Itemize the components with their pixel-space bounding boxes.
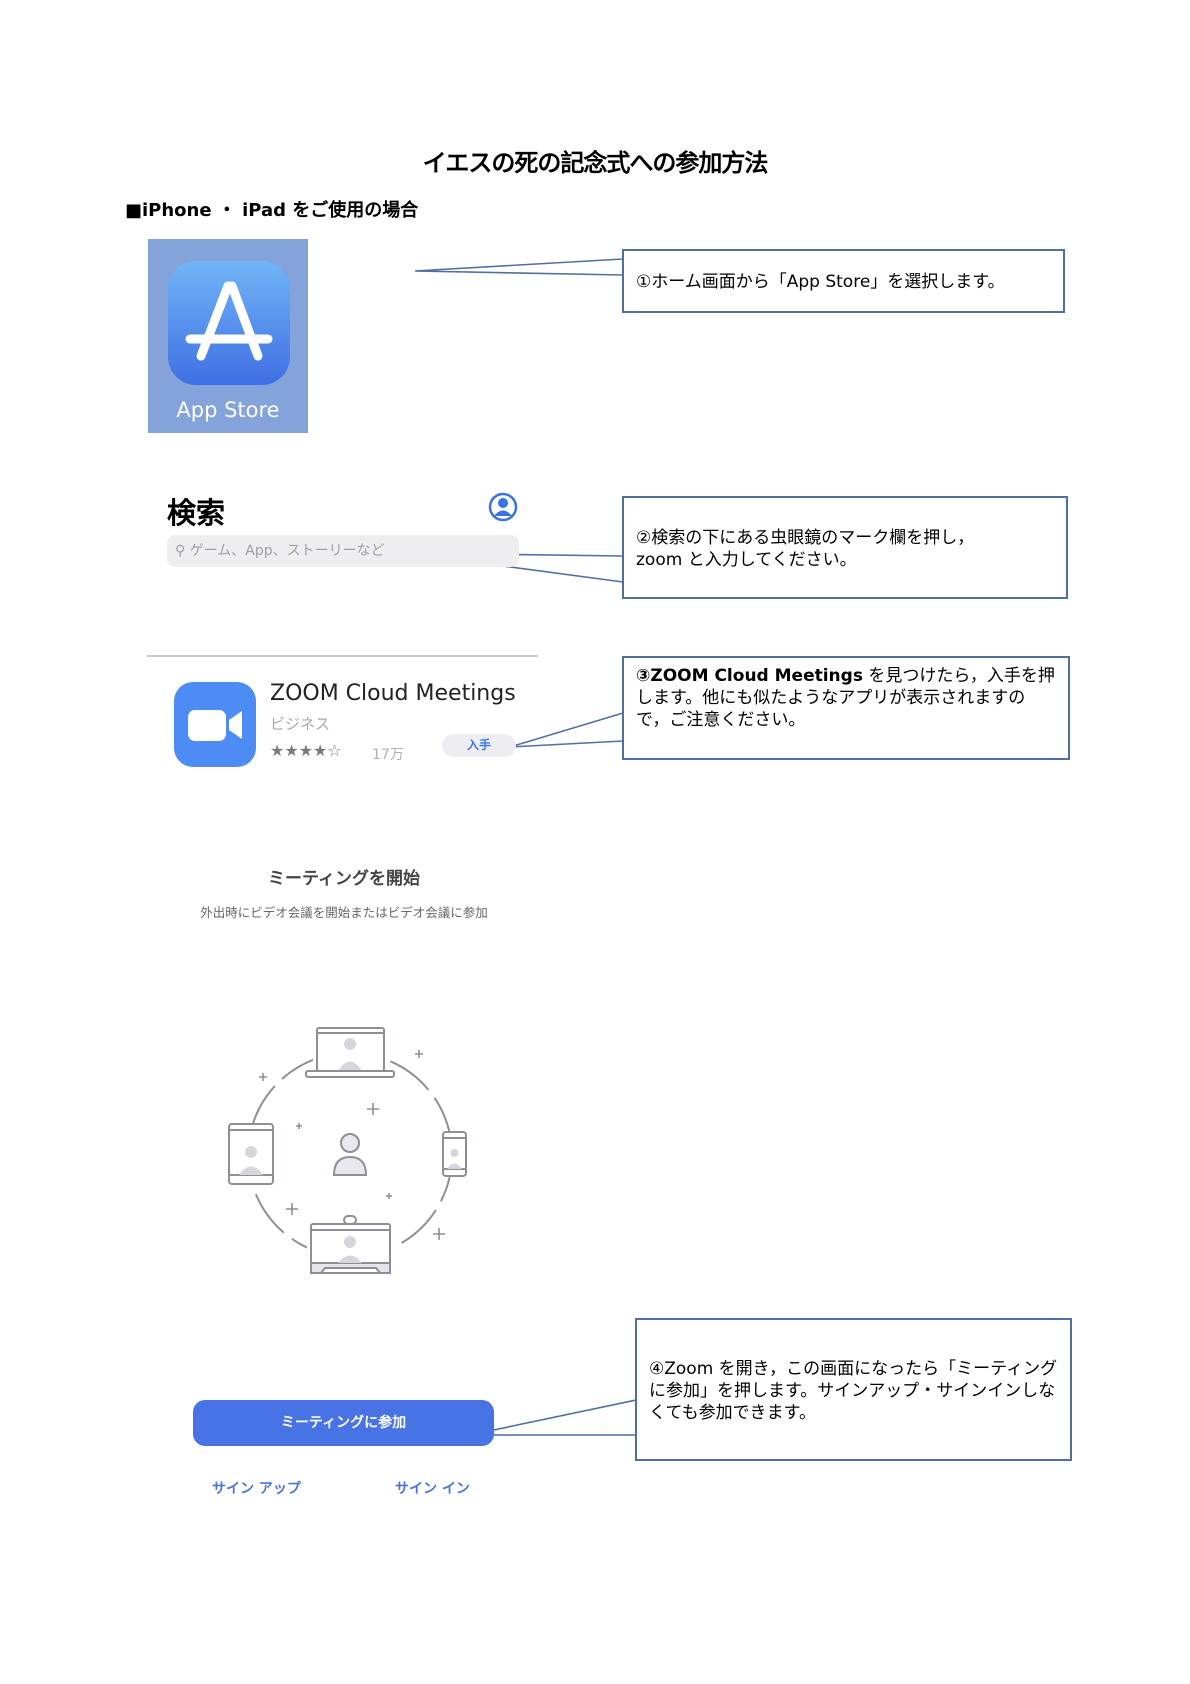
start-meeting-subtitle: 外出時にビデオ会議を開始またはビデオ会議に参加 [200,905,488,920]
callout-step4: ④Zoom を開き，この画面になったら「ミーティングに参加」を押します。サインア… [635,1318,1072,1461]
user-icon [332,1133,368,1176]
callout-step4-text: ④Zoom を開き，この画面になったら「ミーティングに参加」を押します。サインア… [649,1359,1058,1423]
app-category: ビジネス [270,715,331,733]
app-store-icon[interactable]: App Store [148,239,308,433]
sparkle-icons [259,1050,445,1240]
section-heading: ■iPhone ・ iPad をご使用の場合 [125,200,419,221]
start-meeting-title: ミーティングを開始 [268,869,420,889]
divider [147,655,538,657]
callout-step1-text: ①ホーム画面から「App Store」を選択します。 [636,272,1005,292]
app-store-logo-icon [168,261,290,385]
rating-stars: ★★★★☆ [270,741,342,760]
tablet-icon [228,1123,274,1185]
rating-count: 17万 [372,747,404,763]
callout-step3-bold: ③ZOOM Cloud Meetings [636,666,863,686]
get-button[interactable]: 入手 [442,734,516,757]
app-store-label: App Store [176,398,280,422]
search-input[interactable]: ⚲ ゲーム、App、ストーリーなど [167,535,519,567]
page-title: イエスの死の記念式への参加方法 [422,149,769,177]
join-meeting-button[interactable]: ミーティングに参加 [193,1400,494,1446]
search-heading: 検索 [167,496,226,530]
meeting-illustration [228,1024,467,1277]
video-camera-icon [188,710,242,741]
callout-step2: ②検索の下にある虫眼鏡のマーク欄を押し， zoom と入力してください。 [622,496,1068,599]
callout-step3: ③ZOOM Cloud Meetings を見つけたら，入手を押します。他にも似… [622,656,1070,760]
zoom-app-icon[interactable] [174,682,256,767]
search-icon: ⚲ [175,543,186,559]
laptop-icon [305,1024,395,1078]
callout-step1: ①ホーム画面から「App Store」を選択します。 [622,249,1065,313]
profile-icon[interactable] [488,492,518,522]
callout-step3-text: を見つけたら，入手を押します。他にも似たようなアプリが表示されますので，ご注意く… [636,666,1055,730]
sign-in-link[interactable]: サイン イン [395,1481,470,1497]
room-display-icon [307,1215,394,1277]
app-name[interactable]: ZOOM Cloud Meetings [270,681,516,706]
phone-icon [442,1131,467,1177]
callout-step2-line1: ②検索の下にある虫眼鏡のマーク欄を押し， [636,528,975,548]
sign-up-link[interactable]: サイン アップ [212,1481,301,1497]
search-placeholder: ゲーム、App、ストーリーなど [189,543,385,559]
callout-step2-line2: zoom と入力してください。 [636,550,857,570]
